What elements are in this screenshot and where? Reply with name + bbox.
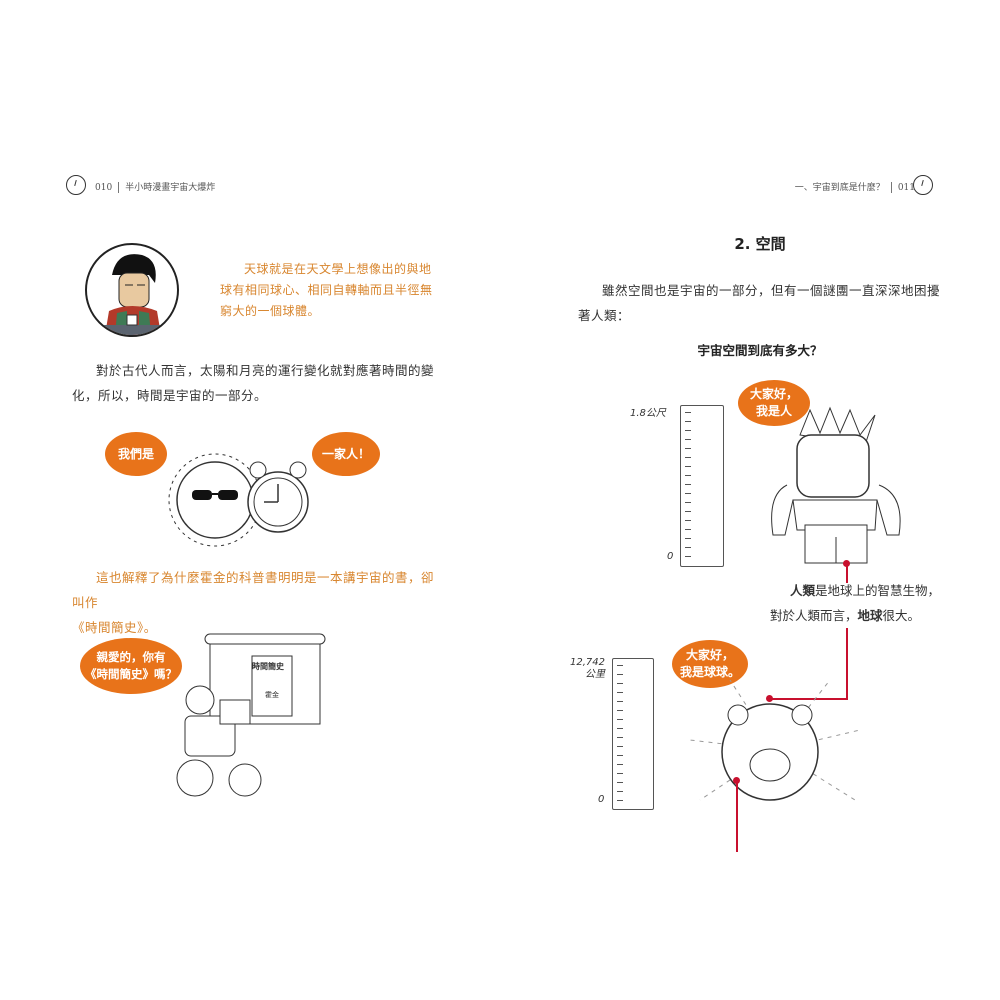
subtitle: 宇宙空間到底有多大？ [697, 343, 823, 358]
page-number: 011 [897, 183, 915, 193]
pointer-line [736, 782, 738, 852]
bubble-line: 大家好， [749, 387, 798, 401]
paragraph-hawking: 這也解釋了為什麼霍金的科普書明明是一本講宇宙的書，卻叫作 《時間簡史》。 [72, 565, 442, 640]
section-title: 2. 空間 [734, 235, 786, 253]
poster-book-author: 霍金 [265, 691, 279, 699]
caption-text: 很大。 [882, 608, 920, 623]
bubble-line: 大家好， [685, 648, 734, 662]
callout-line: 天球就是在天文學上想像出的與地 [244, 262, 432, 276]
bubble-line: 《時間簡史》嗎？ [85, 667, 177, 681]
earth-diameter-ruler [612, 658, 654, 810]
hawking-illustration [176, 633, 326, 797]
paragraph-line: 雖然空間也是宇宙的一部分，但有一個謎團一直深深地困擾 [602, 283, 941, 298]
bubble-line: 我是球球。 [679, 665, 740, 679]
pointer-line [846, 628, 848, 700]
callout-line: 窮大的一個球體。 [220, 304, 321, 318]
speech-bubble-earth: 大家好， 我是球球。 [672, 640, 748, 688]
celestial-sphere-callout: 天球就是在天文學上想像出的與地 球有相同球心、相同自轉軸而且半徑無 窮大的一個球… [220, 259, 435, 322]
caption-text: 對於人類而言， [769, 608, 858, 623]
paragraph-line: 這也解釋了為什麼霍金的科普書明明是一本講宇宙的書，卻叫作 [72, 570, 435, 610]
human-illustration [771, 406, 901, 564]
divider [118, 182, 120, 193]
speech-bubble-we-are: 我們是 [105, 432, 167, 476]
earth-illustration [690, 680, 860, 801]
bubble-line: 我是人 [755, 404, 792, 418]
human-height-ruler [680, 405, 724, 567]
caption-bold: 地球 [857, 608, 883, 623]
clock-icon [913, 175, 933, 195]
pointer-dot-earth-lower [733, 777, 740, 784]
sun-and-clock-illustration [168, 453, 309, 547]
speech-bubble-human: 大家好， 我是人 [738, 380, 810, 426]
label-line: 公里 [585, 669, 605, 680]
right-page-header: 一、宇宙到底是什麼？ 011 [795, 180, 915, 193]
caption-text: 是地球上的智慧生物， [814, 583, 940, 598]
pointer-dot-earth [766, 695, 773, 702]
label-line: 12,742 [570, 657, 605, 668]
paragraph-line: 《時間簡史》。 [72, 620, 157, 635]
book-title: 半小時漫畫宇宙大爆炸 [125, 183, 216, 193]
paragraph-space: 雖然空間也是宇宙的一部分，但有一個謎團一直深深地困擾 著人類： [578, 278, 943, 328]
caption-line-2: 對於人類而言，地球很大。 [720, 605, 920, 624]
bubble-line: 親愛的，你有 [96, 650, 166, 664]
clock-icon [66, 175, 86, 195]
poster-book-title: 時間簡史 [252, 662, 284, 671]
callout-line: 球有相同球心、相同自轉軸而且半徑無 [220, 283, 433, 297]
paragraph-line: 著人類： [578, 308, 631, 323]
paragraph-line: 對於古代人而言，太陽和月亮的運行變化就對應著時間的變 [96, 363, 435, 378]
caption-bold: 人類 [789, 583, 815, 598]
avatar [85, 243, 179, 337]
paragraph-time: 對於古代人而言，太陽和月亮的運行變化就對應著時間的變 化，所以，時間是宇宙的一部… [72, 358, 442, 408]
left-page-header: 010 半小時漫畫宇宙大爆炸 [95, 180, 215, 193]
divider [890, 182, 892, 193]
paragraph-line: 化，所以，時間是宇宙的一部分。 [72, 388, 268, 403]
human-ruler-bottom-label: 0 [667, 551, 674, 562]
pointer-dot-human [843, 560, 850, 567]
speech-bubble-hawking: 親愛的，你有《時間簡史》嗎？ [80, 638, 182, 694]
human-ruler-top-label: 1.8公尺 [630, 408, 666, 419]
pointer-line [846, 565, 848, 583]
page-number: 010 [95, 183, 113, 193]
chapter-title: 一、宇宙到底是什麼？ [794, 183, 885, 193]
pointer-line [770, 698, 848, 700]
caption-line-1: 人類是地球上的智慧生物， [760, 580, 940, 599]
speech-bubble-family: 一家人！ [312, 432, 380, 476]
earth-ruler-bottom-label: 0 [598, 794, 605, 805]
